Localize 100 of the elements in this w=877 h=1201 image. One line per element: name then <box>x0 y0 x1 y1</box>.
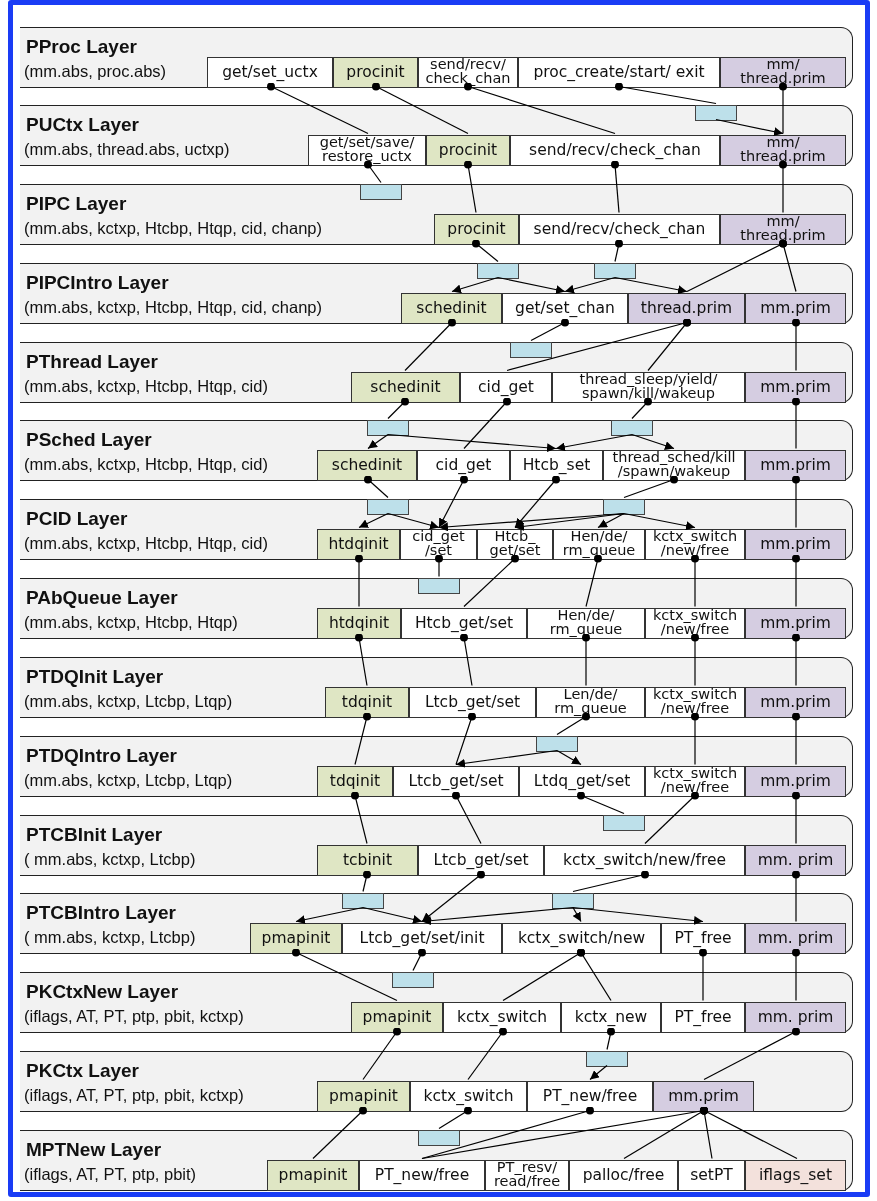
connector-line <box>555 433 633 452</box>
connector-line <box>355 554 363 608</box>
connector-line <box>362 870 371 893</box>
connector-line <box>631 397 652 420</box>
layer-parameters: (iflags, AT, PT, ptp, pbit, kctxp) <box>24 1007 244 1026</box>
connector-line <box>372 82 469 135</box>
connector-line <box>792 791 800 845</box>
connector-line <box>472 239 499 263</box>
layer-band <box>20 342 853 403</box>
connector-line <box>700 1106 798 1160</box>
layer-parameters: (mm.abs, kctxp, Htcbp, Htqp, cid) <box>24 534 268 553</box>
connector-line <box>362 906 423 924</box>
function-cell: mm.prim <box>653 1080 754 1112</box>
function-cell: cid_get <box>417 449 510 481</box>
connector-line <box>631 433 675 450</box>
layer-parameters: (mm.abs, kctxp, Htcbp, Htqp, cid, chanp) <box>24 298 323 317</box>
connector-line <box>497 276 566 295</box>
layer-title: PTDQInit Layer <box>26 666 164 688</box>
connector-line <box>564 276 616 294</box>
connector-line <box>779 239 797 293</box>
function-cell: send/recv/check_chan <box>519 213 720 245</box>
function-cell: thread_sleep/yield/ spawn/kill/wakeup <box>552 371 745 403</box>
function-cell: PT_free <box>661 1001 745 1033</box>
connector-line <box>589 1064 608 1081</box>
layer-band <box>20 893 853 954</box>
function-cell: procinit <box>434 213 519 245</box>
function-cell: send/recv/ check_chan <box>418 56 518 88</box>
connector-line <box>530 318 569 342</box>
function-cell: mm.prim <box>745 371 846 403</box>
connector-line <box>572 870 649 893</box>
connector-line <box>691 712 699 766</box>
layer-band <box>20 105 853 166</box>
function-cell: mm/ thread.prim <box>720 213 846 245</box>
function-cell: pmapinit <box>267 1159 359 1191</box>
layer-title: PProc Layer <box>26 36 137 58</box>
function-cell: get/set_uctx <box>207 56 333 88</box>
function-cell: Hen/de/ rm_queue <box>527 607 645 639</box>
layer-title: PUCtx Layer <box>26 114 139 136</box>
connector-line <box>623 512 696 531</box>
function-cell: thread.prim <box>628 292 745 324</box>
function-cell: mm.prim <box>745 528 846 560</box>
connector-line <box>312 1106 367 1160</box>
connector-line <box>691 554 699 608</box>
layer-title: PThread Layer <box>26 351 158 373</box>
function-cell: mm. prim <box>745 1001 846 1033</box>
layer-parameters: (mm.abs, kctxp, Ltcbp, Ltqp) <box>24 771 233 790</box>
connector-line <box>514 512 625 531</box>
connector-line <box>460 633 473 687</box>
layer-title: MPTNew Layer <box>26 1139 162 1161</box>
function-cell: kctx_new <box>561 1001 661 1033</box>
connector-line <box>355 633 368 687</box>
connector-line <box>467 1027 507 1081</box>
layer-parameters: ( mm.abs, kctxp, Ltcbp) <box>24 928 196 947</box>
connector-line <box>792 475 800 529</box>
function-cell: kctx_switch /new/free <box>645 686 745 718</box>
layer-band <box>20 420 853 481</box>
function-cell: palloc/free <box>569 1159 678 1191</box>
connector-line <box>597 512 625 529</box>
function-cell: pmapinit <box>351 1001 443 1033</box>
function-cell: pmapinit <box>250 922 342 954</box>
connector-line <box>358 512 389 529</box>
connector-line <box>611 160 620 214</box>
connector-line <box>572 906 704 925</box>
layer-title: PAbQueue Layer <box>26 587 178 609</box>
connector-line <box>387 433 557 453</box>
connector-line <box>691 633 699 687</box>
layer-band <box>20 736 853 797</box>
layer-title: PKCtxNew Layer <box>26 981 179 1003</box>
connector-line <box>295 906 364 925</box>
connector-line <box>715 118 784 137</box>
connector-line <box>647 318 691 372</box>
function-cell: htdqinit <box>317 607 401 639</box>
function-cell: Hen/de/ rm_queue <box>553 528 645 560</box>
function-cell: Ltcb_get/set <box>393 765 519 797</box>
connector-line <box>792 554 800 608</box>
function-cell: kctx_switch /new/free <box>645 607 745 639</box>
connector-line <box>387 397 409 420</box>
function-cell: cid_get /set <box>400 528 477 560</box>
function-cell: Len/de/ rm_queue <box>536 686 645 718</box>
function-cell: setPT <box>678 1159 745 1191</box>
connector-line <box>438 475 468 529</box>
connector-line <box>779 160 787 214</box>
connector-line <box>435 554 443 578</box>
function-cell: Ltcb_get/set <box>418 844 544 876</box>
layer-title: PIPCIntro Layer <box>26 272 169 294</box>
connector-line <box>387 512 440 530</box>
layer-title: PTCBIntro Layer <box>26 902 176 924</box>
function-cell: Htcb_set <box>510 449 603 481</box>
layer-title: PIPC Layer <box>26 193 127 215</box>
function-cell: kctx_switch/new/free <box>544 844 745 876</box>
layer-band <box>20 1130 853 1191</box>
layer-band <box>20 657 853 718</box>
layer-parameters: (iflags, AT, PT, ptp, pbit) <box>24 1165 197 1184</box>
function-cell: schedinit <box>401 292 502 324</box>
function-cell: tdqinit <box>325 686 409 718</box>
function-cell: kctx_switch /new/free <box>645 528 745 560</box>
function-cell: Ltcb_get/set/init <box>342 922 502 954</box>
function-cell: mm.prim <box>745 765 846 797</box>
connector-line <box>362 1027 401 1081</box>
layer-title: PKCtx Layer <box>26 1060 139 1082</box>
